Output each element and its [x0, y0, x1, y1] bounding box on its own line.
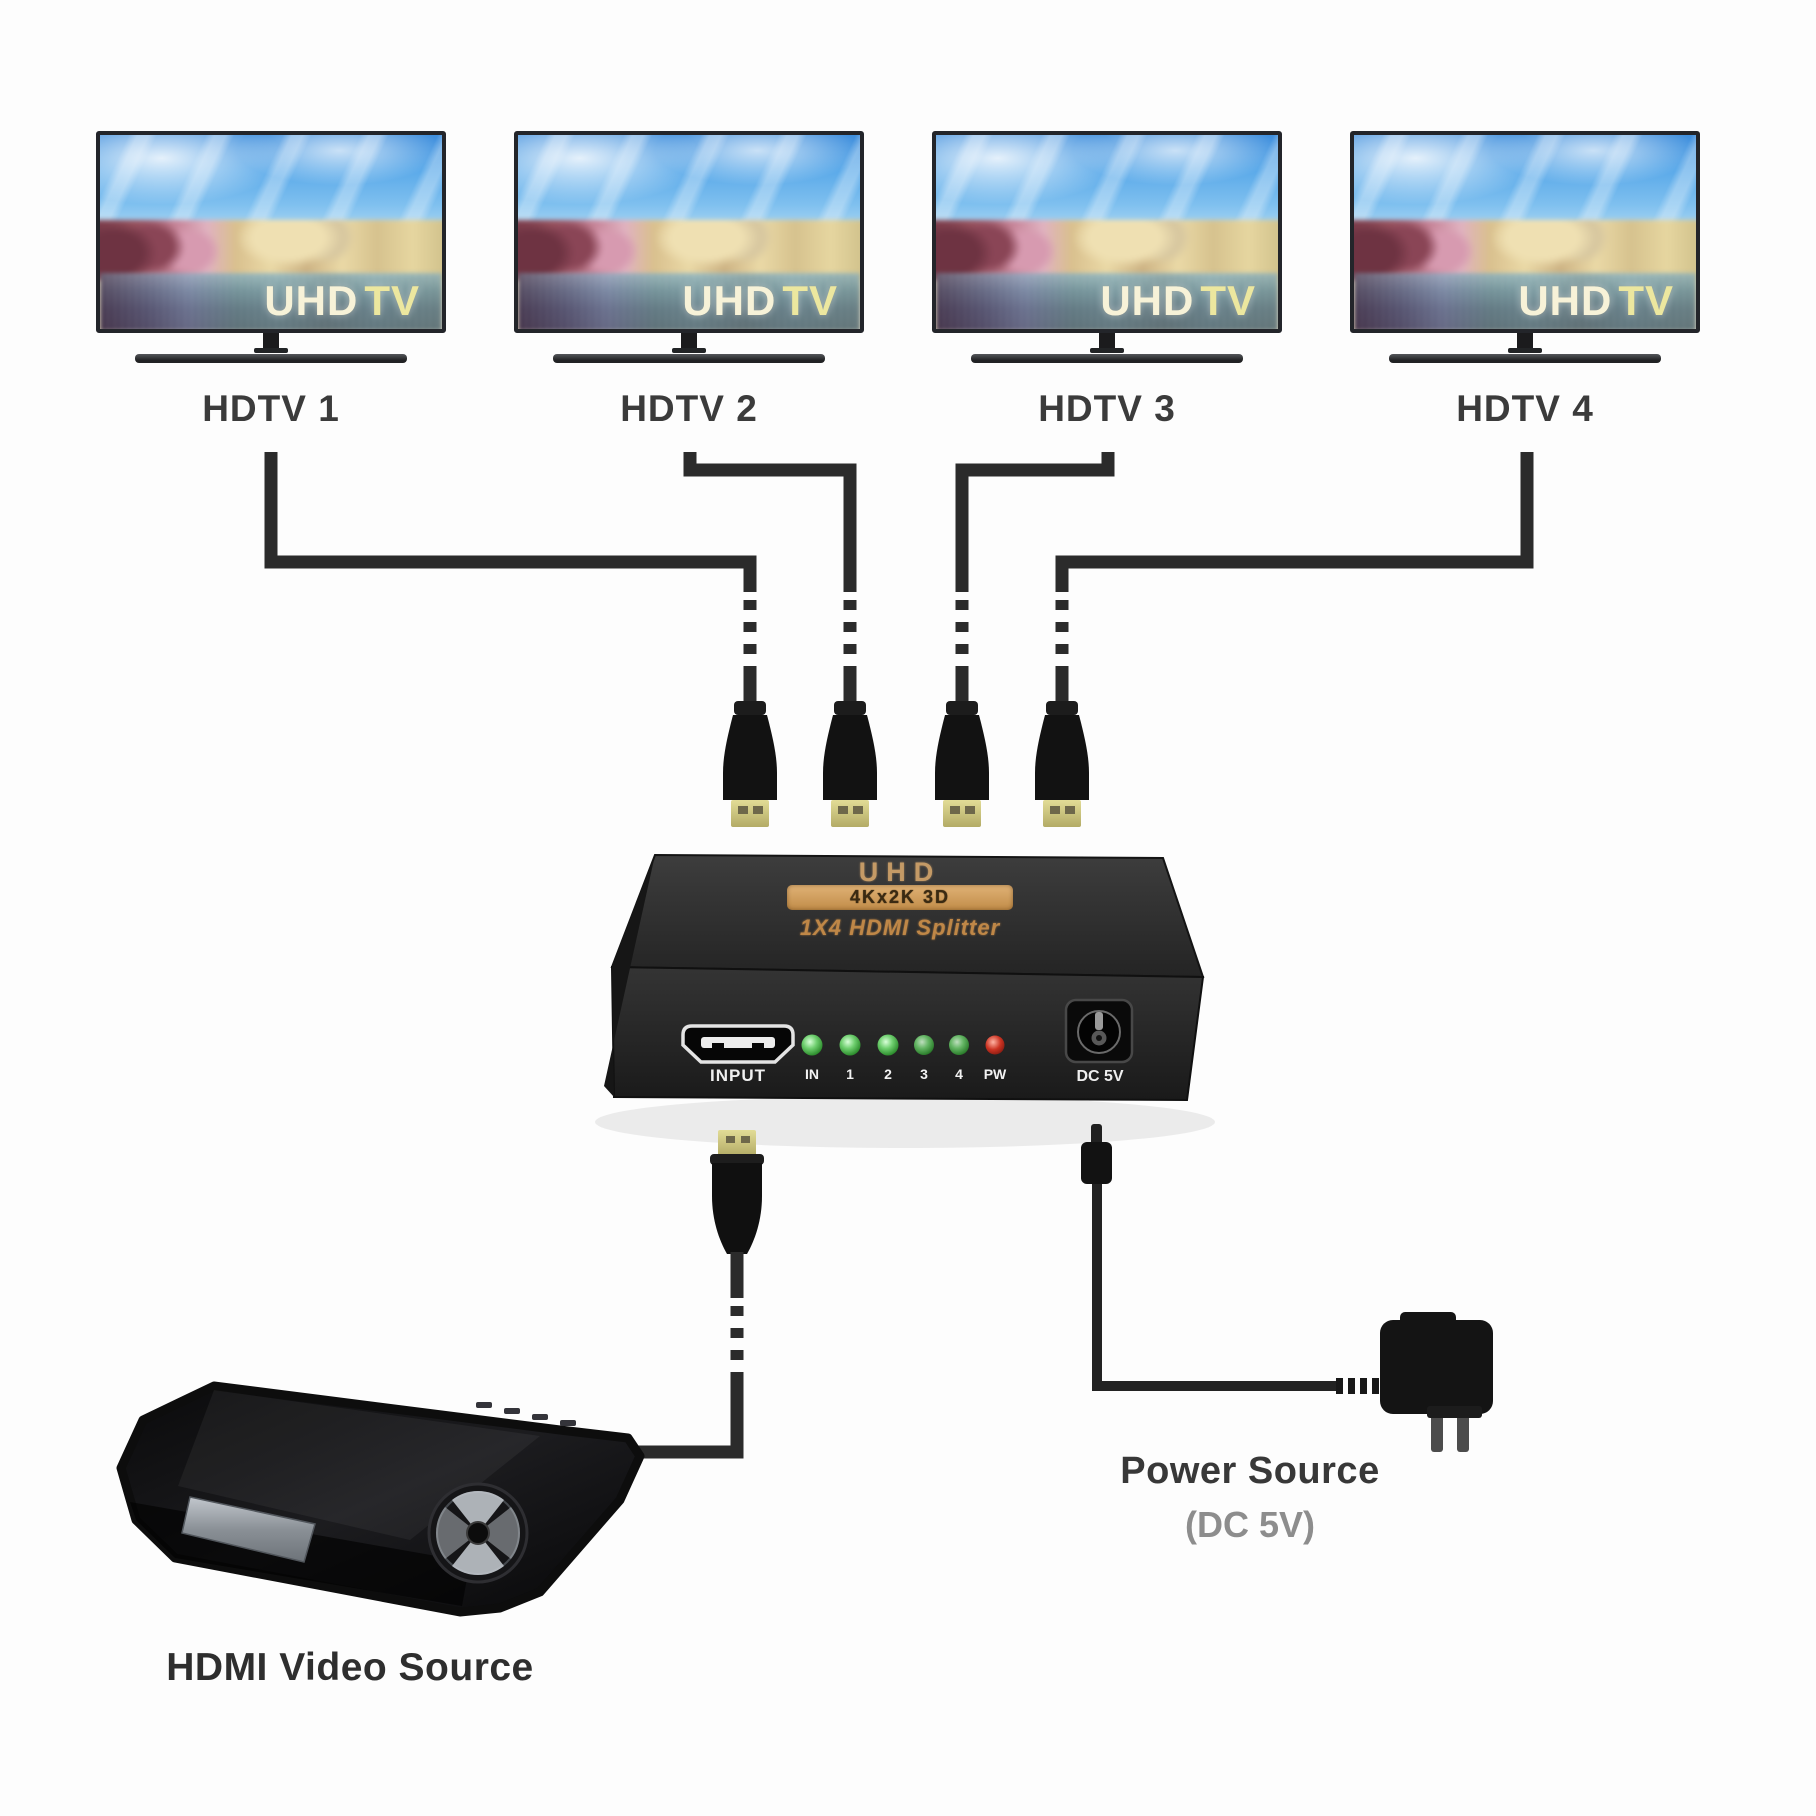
player-display — [181, 1496, 316, 1563]
tv-stand-base — [1389, 354, 1661, 363]
tv-stand-foot — [254, 348, 288, 353]
tv-screen-cityscape — [100, 220, 442, 281]
splitter-badge: 4Kx2K 3D — [787, 885, 1013, 910]
tv-stand-base — [971, 354, 1243, 363]
input-port-label: INPUT — [710, 1066, 766, 1085]
plug-prong — [1457, 1412, 1469, 1452]
led-label-in: IN — [805, 1066, 819, 1082]
hdmi-cable-4 — [1055, 452, 1534, 592]
tv-stand-base — [135, 354, 407, 363]
hdmi-cable-1 — [264, 452, 757, 592]
tv-screen-cityscape — [1354, 220, 1696, 281]
splitter-box — [595, 853, 1215, 1148]
tv-label: HDTV 1 — [202, 388, 340, 429]
input-hdmi-connector — [710, 1130, 764, 1254]
led-label-2: 2 — [884, 1066, 892, 1082]
power-source-label: Power Source — [1120, 1450, 1380, 1492]
dc-power-jack — [1064, 998, 1134, 1064]
bluray-player — [116, 1381, 645, 1617]
hdmi-connector-1 — [723, 701, 777, 827]
video-source-label: HDMI Video Source — [166, 1646, 534, 1689]
tv-stand-neck — [1099, 333, 1115, 348]
led-3 — [914, 1035, 934, 1055]
hdmi-cable-3 — [955, 452, 1115, 592]
hdmi-connector-3 — [935, 701, 989, 827]
led-1 — [839, 1034, 861, 1056]
input-hdmi-cable — [612, 1252, 744, 1459]
led-label-1: 1 — [846, 1066, 854, 1082]
hdmi-connector-4 — [1035, 701, 1089, 827]
tv-stand-neck — [263, 333, 279, 348]
led-label-pw: PW — [983, 1066, 1007, 1082]
dc-plug — [1081, 1124, 1112, 1184]
player-buttons — [476, 1402, 576, 1426]
tv-label: HDTV 2 — [620, 388, 758, 429]
hdmi-input-port — [681, 1024, 795, 1064]
tv-screen-water — [1354, 272, 1696, 329]
tv-screen-water — [518, 272, 860, 329]
hdmi-cable-2 — [683, 452, 857, 592]
splitter-brand-text: UHD — [858, 857, 942, 887]
player-jog-dial — [427, 1482, 529, 1584]
tv-screen-water — [100, 272, 442, 329]
power-adapter — [1380, 1312, 1493, 1452]
tv-stand-neck — [681, 333, 697, 348]
hdmi-connector-2 — [823, 701, 877, 827]
splitter-model-text: 1X4 HDMI Splitter — [799, 915, 1001, 940]
dc-port-label: DC 5V — [1076, 1068, 1124, 1085]
led-label-4: 4 — [955, 1066, 963, 1082]
tv-label: HDTV 3 — [1038, 388, 1176, 429]
plug-prong — [1431, 1412, 1443, 1452]
output-cables — [264, 452, 1534, 706]
tv-stand-foot — [1508, 348, 1542, 353]
led-4 — [949, 1035, 969, 1055]
power-cable — [1092, 1182, 1380, 1394]
led-label-3: 3 — [920, 1066, 928, 1082]
tv-stand-base — [553, 354, 825, 363]
tv-stand-foot — [672, 348, 706, 353]
hdmi-connectors — [723, 701, 1089, 827]
tv-stand-neck — [1517, 333, 1533, 348]
tv-stand-foot — [1090, 348, 1124, 353]
tv-label: HDTV 4 — [1456, 388, 1594, 429]
tv-screen-water — [936, 272, 1278, 329]
tv-screen-cityscape — [518, 220, 860, 281]
led-in — [801, 1034, 823, 1056]
led-pw — [985, 1035, 1005, 1055]
led-2 — [877, 1034, 899, 1056]
status-leds — [801, 1034, 1005, 1056]
power-source-voltage-label: (DC 5V) — [1184, 1504, 1315, 1545]
tv-screen-cityscape — [936, 220, 1278, 281]
